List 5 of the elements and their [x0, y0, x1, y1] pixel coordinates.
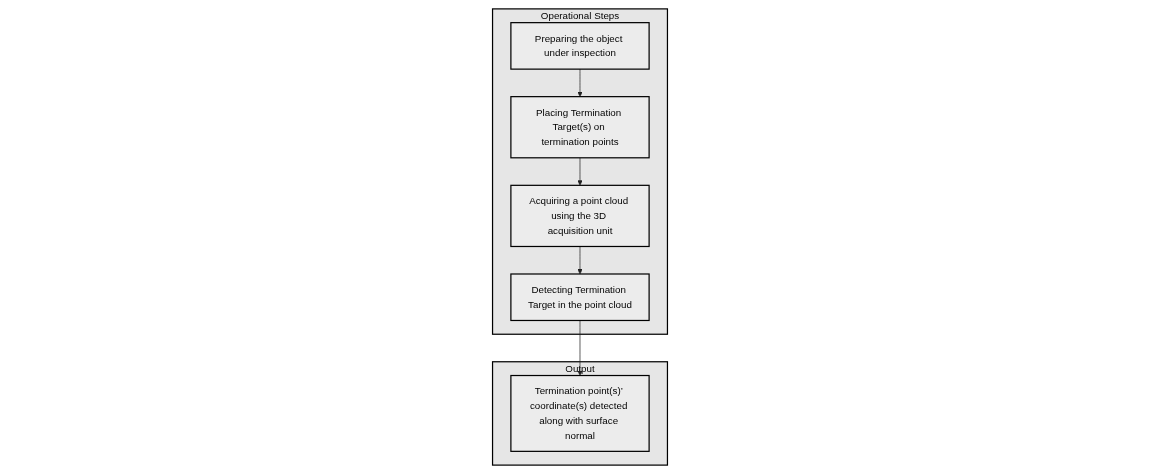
node-box: Acquiring a point cloud using the 3D acquisition unit	[509, 184, 650, 248]
node-box: Termination point(s)’ coordinate(s) detected along with surface normal	[509, 374, 650, 452]
node-box: Detecting Termination Target in the point cloud	[509, 273, 650, 322]
node-box: Placing Termination Target(s) on termination points	[509, 96, 650, 159]
node-box: Preparing the object under inspection	[509, 22, 650, 70]
